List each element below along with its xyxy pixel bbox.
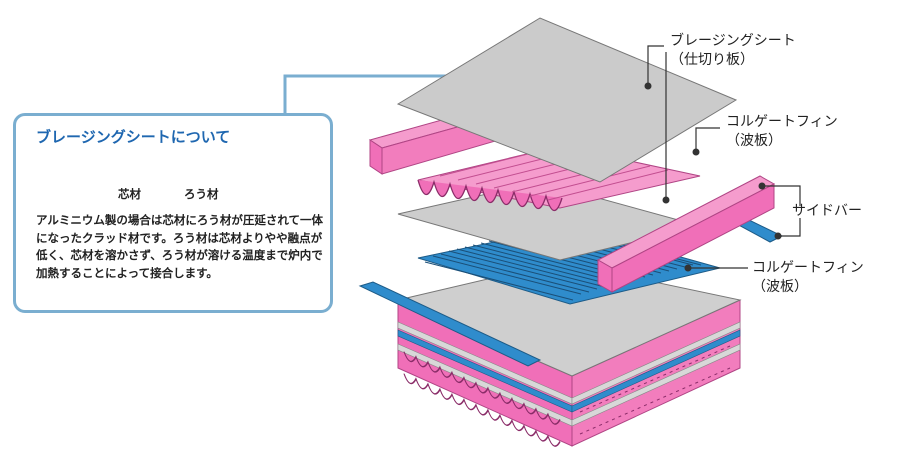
side-bar-blue-left xyxy=(358,281,542,367)
brazing-sheet-label: ブレージングシート （仕切り板） xyxy=(670,32,796,70)
core-material-label: 芯材 xyxy=(118,187,141,201)
callout-pointer-line xyxy=(283,74,478,118)
callout-body-text: アルミニウム製の場合は芯材にろう材が圧延されて一体になったクラッド材です。ろう材… xyxy=(36,213,324,280)
stacked-core-block xyxy=(396,261,742,447)
corrugated-fin-top-label-line1: コルゲートフィン xyxy=(726,114,838,130)
callout-title: ブレージングシートについて xyxy=(36,128,231,146)
side-bar-pink-right xyxy=(596,175,776,293)
brazing-sheet-top xyxy=(396,17,738,183)
filler-material-label: ろう材 xyxy=(184,187,219,201)
corrugated-fin-top-label-line2: （波板） xyxy=(726,133,782,149)
brazing-sheet-label-line1: ブレージングシート xyxy=(670,33,796,49)
callout-panel xyxy=(13,113,333,313)
leader-lines xyxy=(647,45,801,269)
brazing-sheet-label-line2: （仕切り板） xyxy=(670,52,754,68)
corrugated-fin-top-label: コルゲートフィン （波板） xyxy=(726,113,838,151)
leader-dots xyxy=(644,82,782,272)
corrugated-fin-bottom-label-line2: （波板） xyxy=(752,279,808,295)
corrugated-fin-bottom-label: コルゲートフィン （波板） xyxy=(752,259,864,297)
corrugated-fin-bottom-label-line1: コルゲートフィン xyxy=(752,260,864,276)
side-bar-label: サイドバー xyxy=(792,203,862,219)
